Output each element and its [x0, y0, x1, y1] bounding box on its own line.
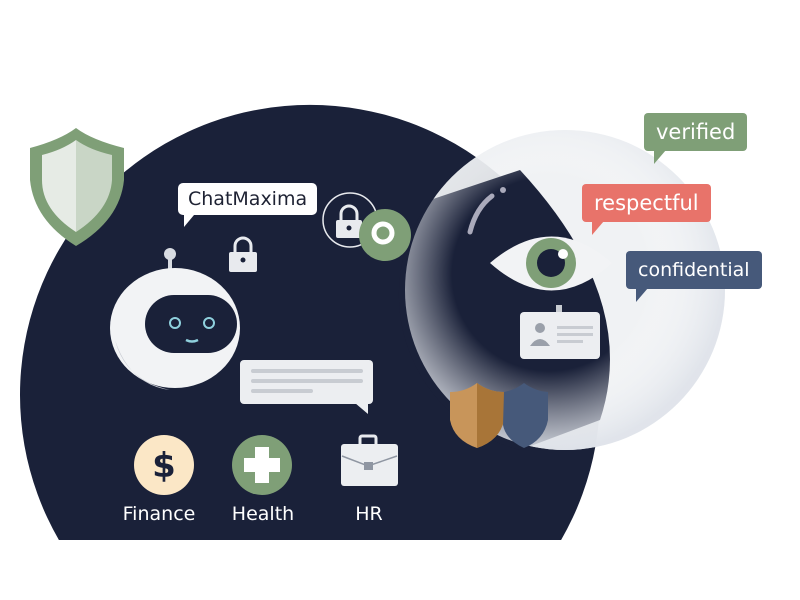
briefcase-icon — [341, 434, 398, 486]
dollar-icon: $ — [134, 435, 194, 495]
chat-message-bubble-icon — [240, 360, 373, 414]
category-label-finance: Finance — [122, 503, 196, 525]
blue-shield-icon — [503, 383, 548, 448]
brand-speech-bubble: ChatMaxima — [178, 183, 318, 227]
eye-icon — [490, 236, 612, 291]
robot-icon — [110, 248, 240, 390]
tag-verified: verified — [644, 113, 748, 164]
gold-shield-icon — [450, 383, 504, 448]
lock-icon — [229, 236, 257, 272]
shield-icon — [30, 128, 124, 246]
category-label-hr: HR — [355, 503, 383, 525]
svg-text:$: $ — [152, 446, 176, 486]
medical-cross-icon — [232, 435, 292, 495]
tag-respectful: respectful — [582, 184, 711, 235]
secure-lock-badge-icon — [322, 192, 411, 261]
id-badge-icon — [520, 305, 600, 359]
category-label-health: Health — [231, 503, 295, 525]
tag-confidential: confidential — [626, 251, 762, 302]
